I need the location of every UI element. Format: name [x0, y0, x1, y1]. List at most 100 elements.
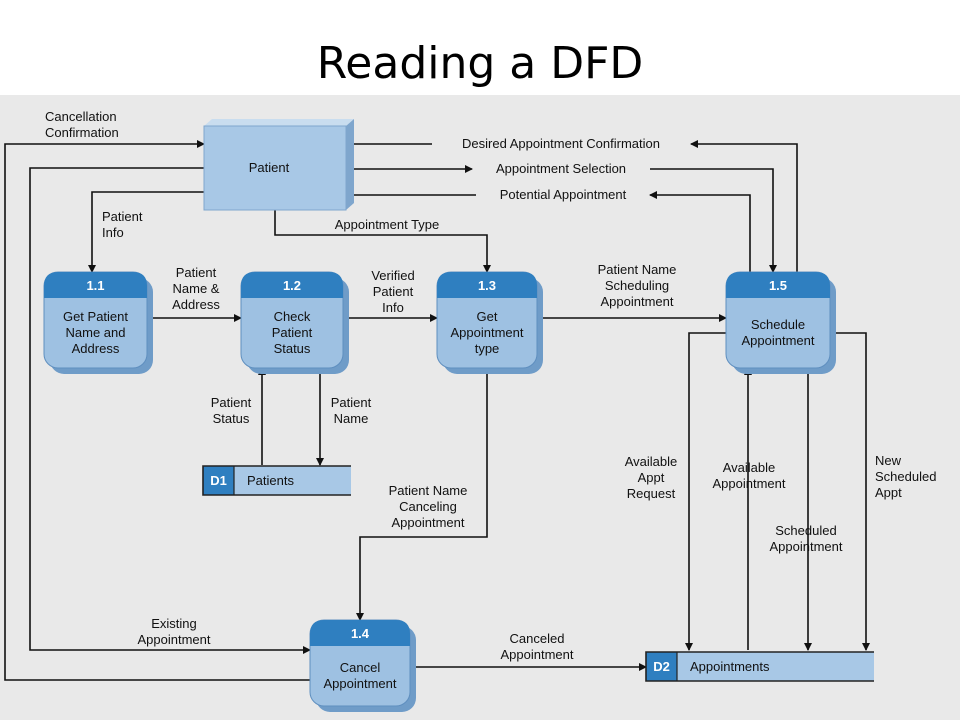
store-label: Patients — [247, 473, 294, 488]
store-id: D2 — [653, 659, 670, 674]
flow-label-line: Appointment — [392, 515, 465, 530]
flow-label-line: Cancellation — [45, 109, 117, 124]
process-label-line: Patient — [272, 325, 313, 340]
label-appointment-selection: Appointment Selection — [478, 160, 644, 178]
flow-label-line: Verified — [371, 268, 414, 283]
flow-label-line: Status — [213, 411, 250, 426]
flow-label-line: Appt — [875, 485, 902, 500]
process-label-line: Appointment — [742, 333, 815, 348]
flow-label-line: Scheduled — [875, 469, 936, 484]
process-label-line: Address — [72, 341, 120, 356]
process-label-line: Cancel — [340, 660, 381, 675]
flow-available-appt-request — [685, 332, 726, 651]
store-label: Appointments — [690, 659, 770, 674]
flow-label-line: Patient — [331, 395, 372, 410]
flow-label-line: Patient — [176, 265, 217, 280]
flow-patient-name-canceling — [356, 368, 488, 621]
process-number: 1.4 — [351, 626, 370, 641]
label-potential-appointment: Potential Appointment — [480, 186, 646, 204]
flow-cancellation-confirmation — [4, 140, 310, 681]
process-label-line: Schedule — [751, 317, 805, 332]
process-number: 1.1 — [86, 278, 104, 293]
process-number: 1.2 — [283, 278, 301, 293]
flow-label-line: Patient — [211, 395, 252, 410]
slide-title: Reading a DFD — [316, 38, 644, 89]
flow-label-line: New — [875, 453, 902, 468]
flow-label-line: Name & — [173, 281, 220, 296]
flow-potential-appointment — [649, 191, 751, 272]
data-store-d1: D1 Patients — [202, 465, 351, 496]
flow-desired-appointment-confirmation — [690, 140, 798, 272]
process-label-line: Check — [274, 309, 311, 324]
flow-label-line: Canceling — [399, 499, 457, 514]
flow-label-line: Canceled — [510, 631, 565, 646]
flow-label-line: Patient — [102, 209, 143, 224]
flow-label-line: Name — [334, 411, 369, 426]
process-label-line: Appointment — [324, 676, 397, 691]
flow-label-line: Existing — [151, 616, 197, 631]
flow-patient-info — [88, 191, 204, 273]
flow-label-line: Patient Name — [598, 262, 677, 277]
process-label-line: Name and — [66, 325, 126, 340]
flow-lines — [4, 140, 870, 681]
diagram-panel — [0, 95, 960, 720]
data-store-d2: D2 Appointments — [645, 651, 874, 682]
flow-new-scheduled-appt — [830, 332, 870, 651]
process-label-line: Appointment — [451, 325, 524, 340]
flow-label-line: Appointment — [138, 632, 211, 647]
process-label-line: Get — [477, 309, 498, 324]
flow-label-line: Appointment — [770, 539, 843, 554]
flow-label-line: Appointment — [713, 476, 786, 491]
process-label-line: Status — [274, 341, 311, 356]
flow-label-line: Info — [382, 300, 404, 315]
flow-label-line: Scheduled — [775, 523, 836, 538]
flow-label-line: Potential Appointment — [500, 187, 627, 202]
flow-label-line: Patient — [373, 284, 414, 299]
flow-label-line: Available — [625, 454, 678, 469]
flow-label-line: Appointment — [601, 294, 674, 309]
label-desired-appointment-confirmation: Desired Appointment Confirmation — [437, 135, 685, 153]
flow-label-line: Request — [627, 486, 676, 501]
flow-label-line: Appointment — [501, 647, 574, 662]
flow-label-line: Appointment Type — [335, 217, 440, 232]
flow-appointment-selection-b — [650, 168, 777, 273]
flow-existing-appointment — [29, 167, 311, 654]
flow-label-line: Patient Name — [389, 483, 468, 498]
flow-label-line: Appointment Selection — [496, 161, 626, 176]
process-number: 1.5 — [769, 278, 787, 293]
flow-label-line: Address — [172, 297, 220, 312]
label-appointment-type: Appointment Type — [335, 217, 440, 232]
external-entity-patient: Patient — [203, 119, 354, 211]
entity-label: Patient — [249, 160, 290, 175]
store-id: D1 — [210, 473, 227, 488]
flow-label-line: Available — [723, 460, 776, 475]
process-label-line: Get Patient — [63, 309, 128, 324]
flow-label-line: Scheduling — [605, 278, 669, 293]
flow-label-line: Appt — [638, 470, 665, 485]
flow-label-line: Info — [102, 225, 124, 240]
process-number: 1.3 — [478, 278, 496, 293]
